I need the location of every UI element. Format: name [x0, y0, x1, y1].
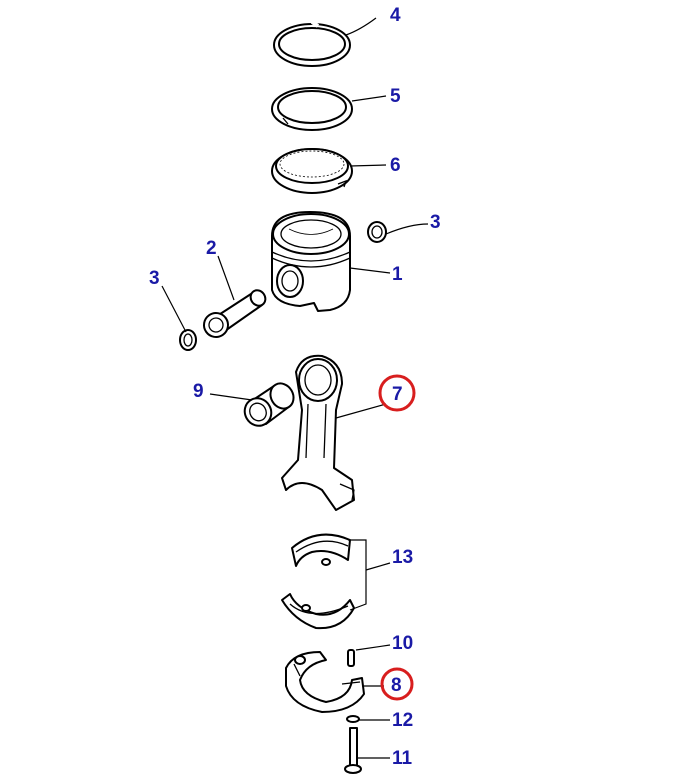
callout-9: 9: [193, 381, 204, 402]
connecting-rod-bolt: [344, 727, 362, 774]
piston: [271, 211, 351, 312]
callout-13: 13: [392, 547, 413, 568]
bolt-washer: [346, 715, 360, 723]
piston-ring-oil: [271, 148, 353, 194]
callout-3-right: 3: [430, 212, 441, 233]
leader-lines: [161, 17, 429, 759]
callout-6: 6: [390, 155, 401, 176]
snap-ring-right: [367, 221, 387, 243]
callout-labels: 4 5 6 3 2 3 1 9 7 13 10 8 12 11: [149, 5, 441, 769]
piston-ring-second: [271, 87, 353, 131]
callout-10: 10: [392, 633, 413, 654]
callout-2: 2: [206, 238, 217, 259]
callout-5: 5: [390, 86, 401, 107]
highlight-ring-8: [380, 667, 414, 701]
callout-4: 4: [390, 5, 401, 26]
snap-ring-left: [179, 329, 197, 351]
callout-8: 8: [391, 675, 402, 696]
callout-7: 7: [392, 384, 403, 405]
piston-ring-top: [273, 20, 351, 67]
connecting-rod-bearing: [281, 533, 355, 630]
connecting-rod-cap: [285, 651, 365, 713]
small-end-bushing: [243, 382, 295, 427]
callout-12: 12: [392, 710, 413, 731]
piston-pin: [203, 289, 267, 338]
connecting-rod: [281, 354, 355, 511]
highlight-ring-7: [378, 374, 416, 412]
dowel-pin: [347, 649, 355, 667]
callout-3-left: 3: [149, 268, 160, 289]
callout-1: 1: [392, 264, 403, 285]
callout-11: 11: [392, 748, 413, 769]
